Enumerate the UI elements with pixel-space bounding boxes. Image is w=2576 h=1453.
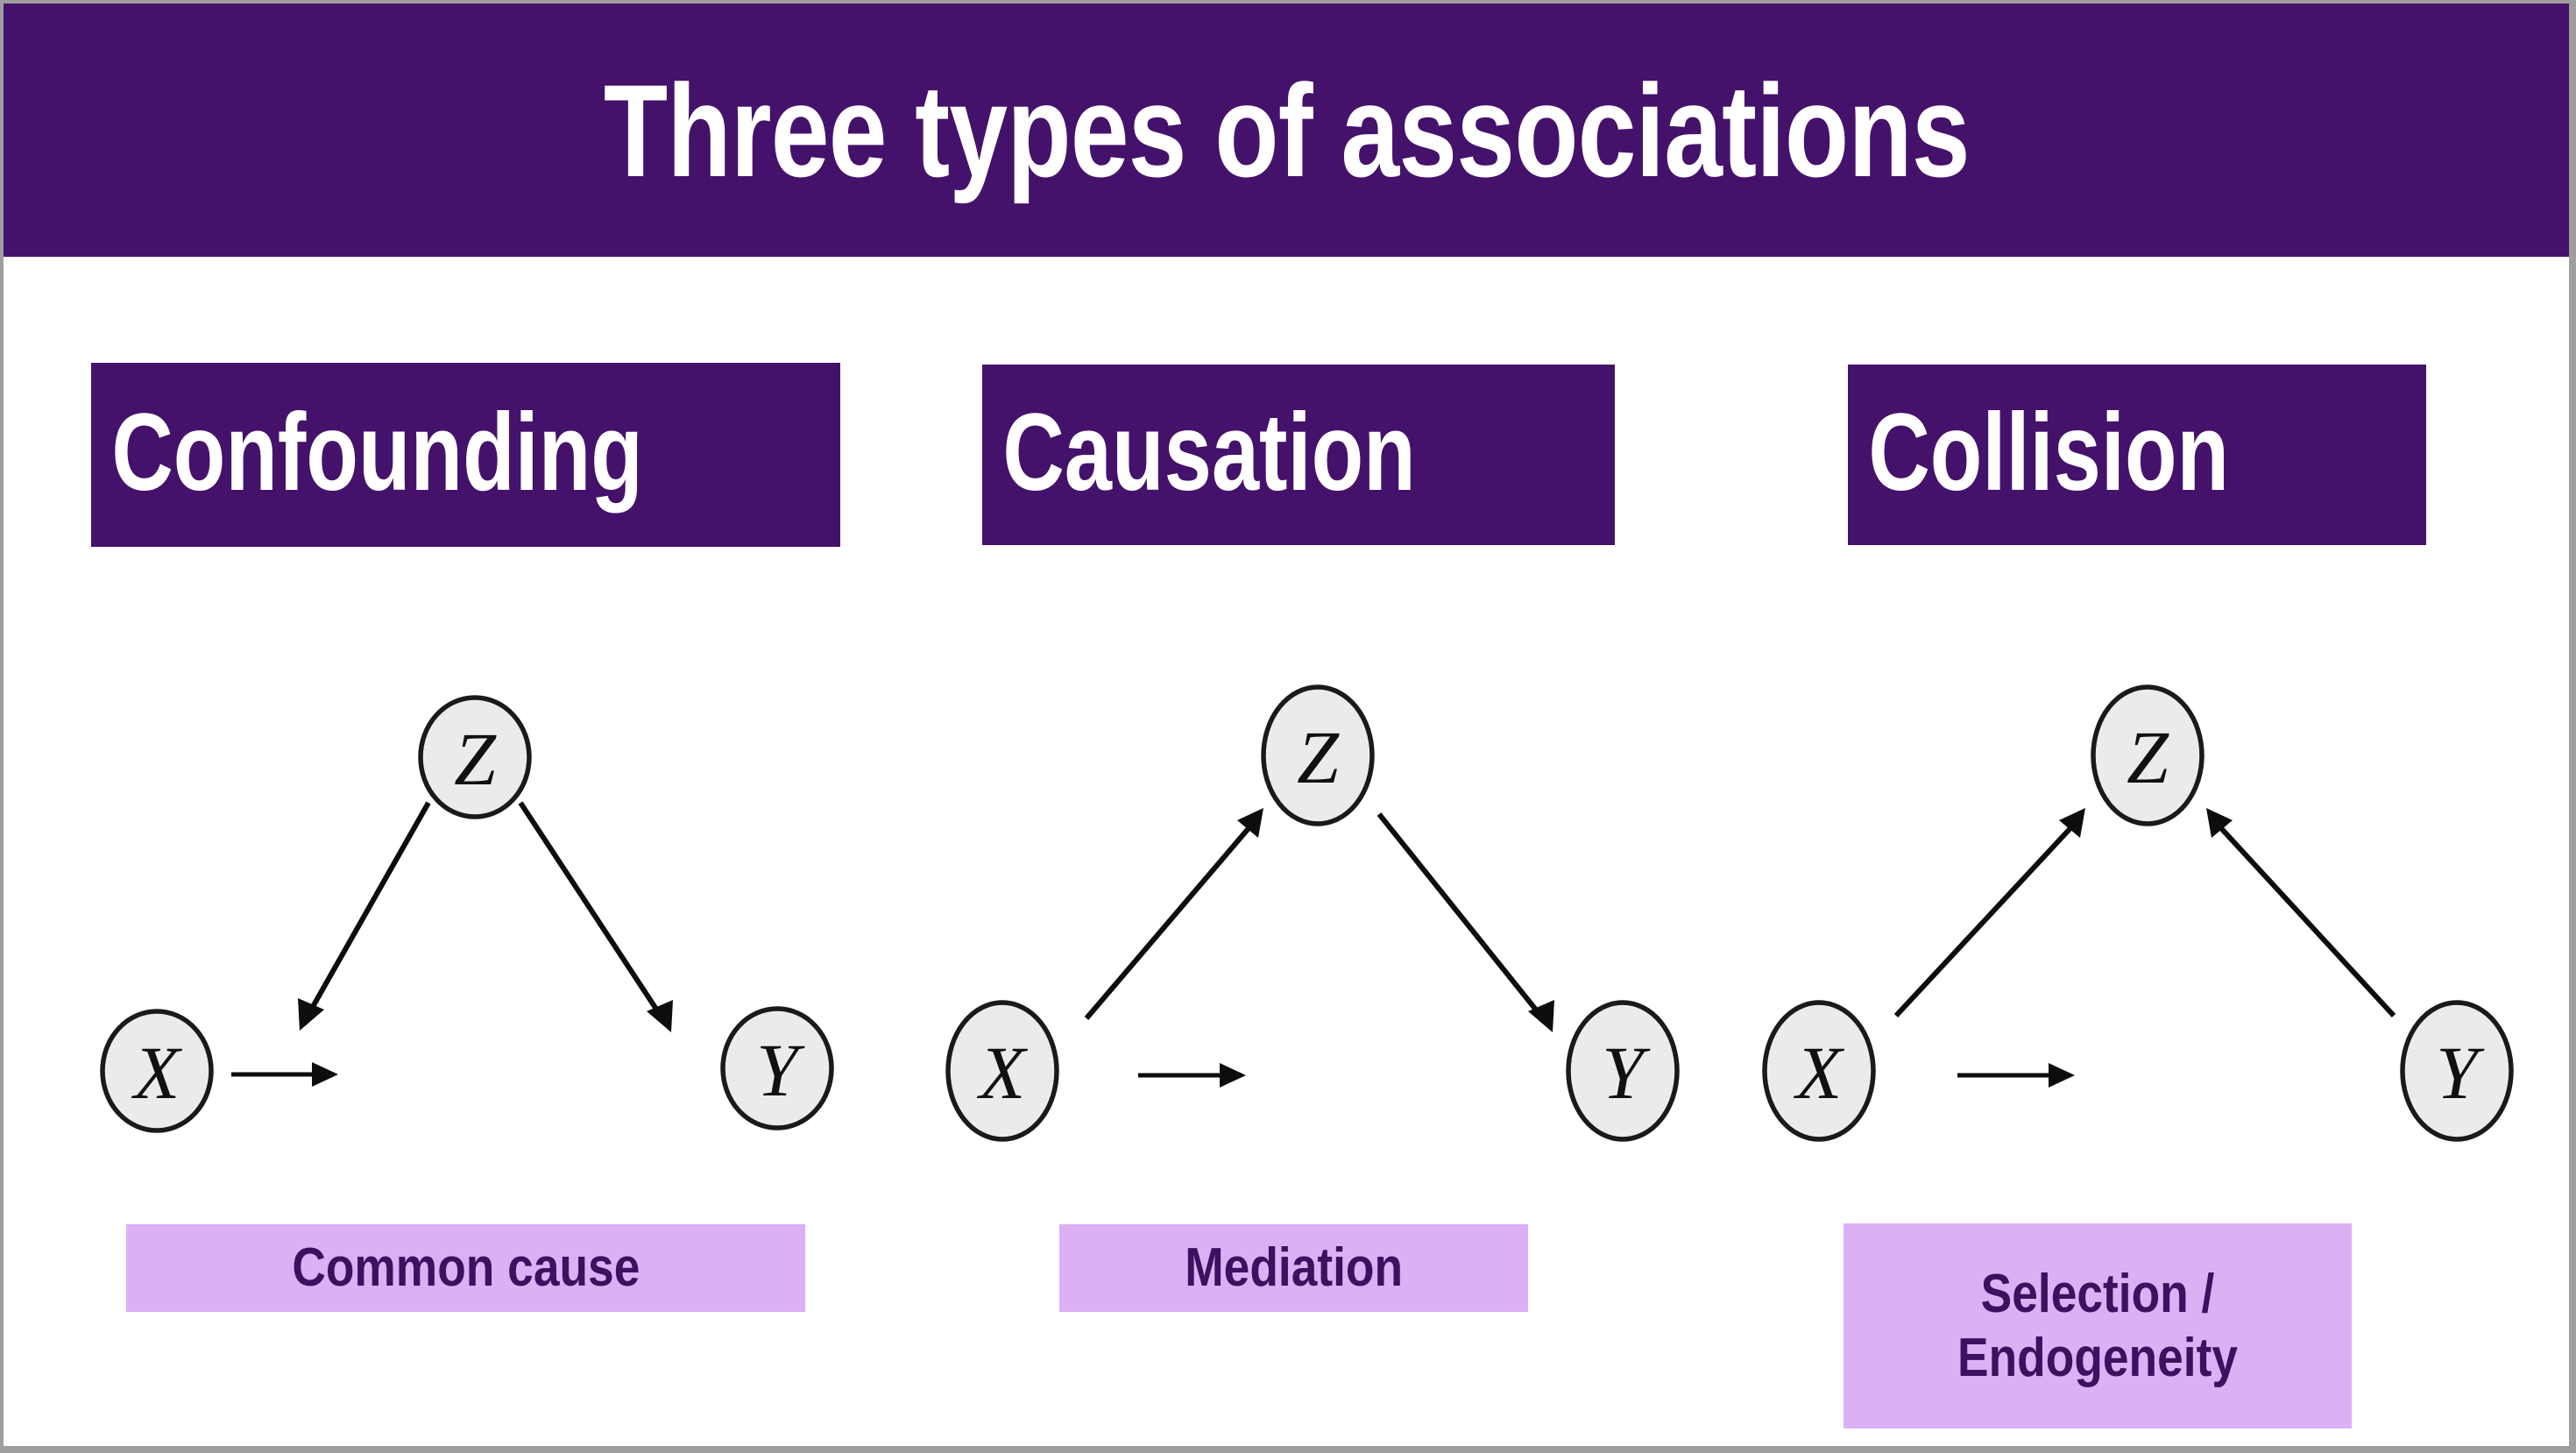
dag-node-z[interactable]: Z [1261,684,1375,826]
dag-node-label: X [977,1031,1029,1115]
dag-node-label: Y [1602,1031,1651,1115]
edge-x-to-y [1957,1063,2075,1088]
column-header-causation: Causation [982,365,1615,545]
edge-x-to-y [1138,1063,1246,1088]
dag-diagram-confounding: Z X Y [30,670,915,1160]
edge-z-to-y [518,801,673,1032]
dag-node-y[interactable]: Y [2400,1000,2514,1142]
dag-diagram-collision: Z X Y [1762,670,2569,1160]
caption-selection-endogeneity: Selection / Endogeneity [1844,1223,2352,1428]
column-header-label: Confounding [111,391,643,514]
caption-label: Selection / Endogeneity [1957,1263,2238,1388]
column-header-confounding: Confounding [91,363,840,547]
dag-node-x[interactable]: X [1762,1000,1876,1142]
column-header-collision: Collision [1848,365,2426,545]
edge-x-to-z [1084,808,1263,1020]
dag-node-label: X [1794,1031,1845,1115]
dag-node-y[interactable]: Y [720,1006,834,1131]
dag-node-label: Y [2436,1031,2485,1115]
edge-x-to-y [231,1062,338,1087]
dag-node-label: Z [454,717,497,801]
column-header-label: Collision [1868,391,2230,514]
page-title: Three types of associations [604,56,1971,204]
dag-node-x[interactable]: X [945,1000,1059,1142]
caption-mediation: Mediation [1059,1224,1528,1312]
dag-node-label: X [131,1031,183,1115]
dag-svg-confounding: Z X Y [100,695,834,1133]
dag-svg-collision: Z X Y [1762,684,2514,1142]
edge-x-to-z [1893,808,2085,1018]
caption-label: Common cause [291,1237,640,1299]
caption-label: Mediation [1185,1237,1403,1299]
dag-node-label: Z [2127,715,2169,799]
dag-node-z[interactable]: Z [2091,684,2204,826]
edge-y-to-z [2206,808,2396,1018]
dag-svg-causation: Z X Y [945,684,1680,1142]
column-header-label: Causation [1002,391,1416,514]
dag-diagram-causation: Z X Y [915,670,1800,1160]
edge-z-to-x [298,801,431,1031]
slide-title-bar: Three types of associations [4,4,2569,257]
dag-node-x[interactable]: X [100,1009,214,1133]
dag-node-label: Z [1297,715,1340,799]
caption-common-cause: Common cause [126,1224,805,1312]
dag-node-z[interactable]: Z [418,695,532,819]
dag-node-y[interactable]: Y [1566,1000,1680,1142]
edge-z-to-y [1376,812,1554,1032]
dag-node-label: Y [756,1028,805,1112]
